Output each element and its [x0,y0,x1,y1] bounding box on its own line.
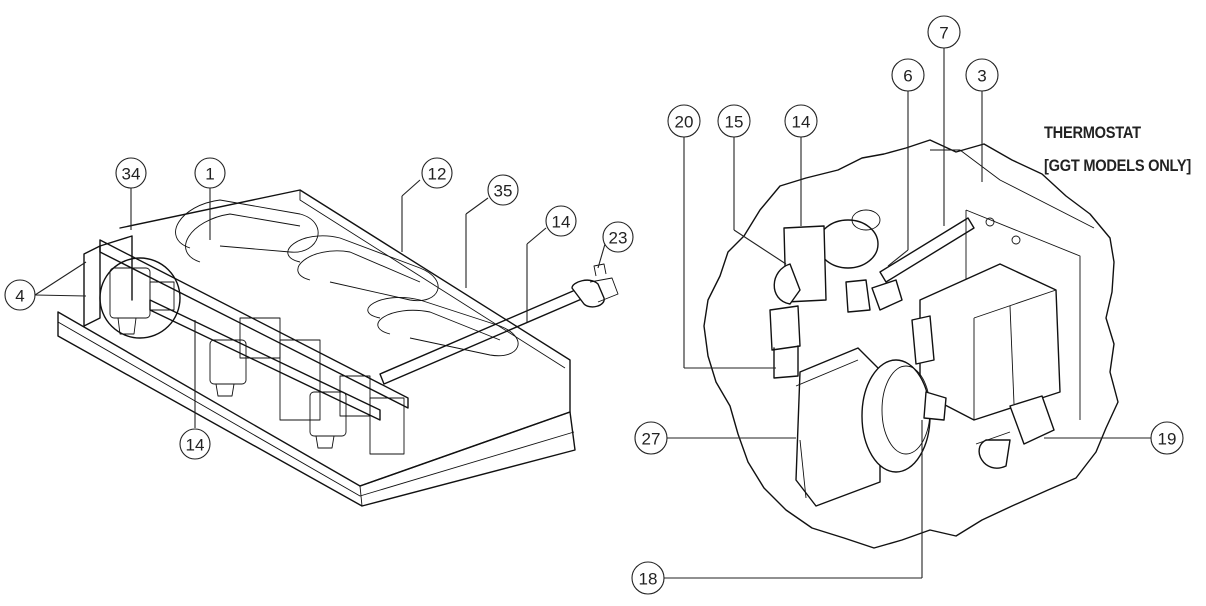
callout-4: 4 [4,261,87,311]
callout-label: 15 [725,113,744,132]
callout-label: 27 [642,430,661,449]
callout-label: 7 [939,24,948,43]
note-line-1: THERMOSTAT [1044,123,1141,142]
callout-label: 1 [205,165,214,184]
callout-label: 18 [639,570,658,589]
callout-12: 12 [401,157,453,252]
callout-label: 4 [15,287,24,306]
callout-label: 12 [428,165,447,184]
callout-27: 27 [634,421,796,455]
callout-label: 14 [792,113,811,132]
thermostat-note: THERMOSTAT [GGT MODELS ONLY] [1044,116,1191,182]
callout-label: 34 [122,165,141,184]
callout-18: 18 [631,420,923,595]
callout-label: 14 [552,213,571,232]
griddle-assembly-drawing [57,189,619,507]
callout-35: 35 [465,174,519,288]
callout-label: 35 [494,182,513,201]
callout-19: 19 [1044,421,1184,455]
callout-14-detail: 14 [784,104,818,226]
callout-14: 14 [526,205,577,322]
note-line-2: [GGT MODELS ONLY] [1044,156,1191,175]
callout-label: 19 [1158,430,1177,449]
callout-label: 3 [977,67,986,86]
callout-3: 3 [965,58,999,182]
callout-label: 23 [609,229,628,248]
callout-label: 14 [186,436,205,455]
callout-7: 7 [927,15,961,226]
callout-label: 6 [903,67,912,86]
callout-6: 6 [887,58,925,267]
callout-34: 34 [115,157,147,230]
callout-20: 20 [667,104,776,369]
callout-14-lower: 14 [179,320,211,460]
callout-label: 20 [675,113,694,132]
callout-1: 1 [194,157,226,240]
detail-view-drawing [703,139,1119,549]
callout-15: 15 [717,104,787,265]
callout-23: 23 [597,221,634,269]
